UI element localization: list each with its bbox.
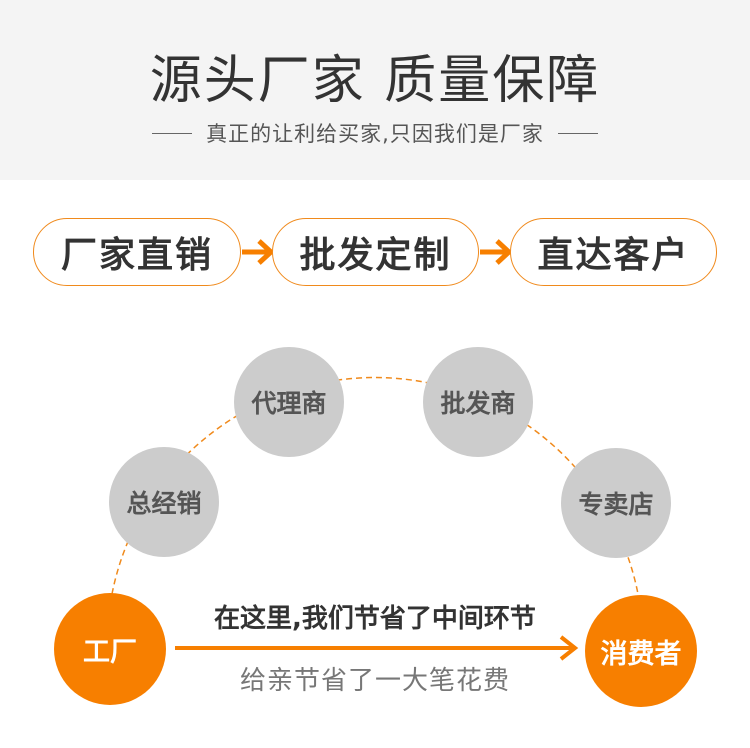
flow-subline: 给亲节省了一大笔花费 bbox=[239, 666, 510, 696]
step-factory-direct: 厂家直销 bbox=[33, 218, 241, 286]
long-arrow-right-icon bbox=[175, 635, 579, 661]
subtitle: 真正的让利给买家,只因我们是厂家 bbox=[206, 122, 544, 146]
endpoint-factory: 工厂 bbox=[54, 593, 166, 705]
node-agent: 代理商 bbox=[234, 347, 344, 457]
arrow-right-icon bbox=[242, 239, 275, 265]
subtitle-row: 真正的让利给买家,只因我们是厂家 bbox=[0, 118, 750, 148]
node-wholesaler: 批发商 bbox=[423, 347, 533, 457]
step-direct-customer: 直达客户 bbox=[510, 218, 717, 286]
subtitle-divider-left bbox=[152, 132, 193, 134]
step-wholesale-custom: 批发定制 bbox=[272, 218, 479, 286]
node-exclusive-store: 专卖店 bbox=[561, 448, 671, 558]
page-title: 源头厂家 质量保障 bbox=[149, 51, 601, 111]
flow-headline: 在这里,我们节省了中间环节 bbox=[214, 604, 536, 634]
endpoint-consumer: 消费者 bbox=[585, 595, 697, 707]
subtitle-divider-right bbox=[557, 132, 598, 134]
header-banner: 源头厂家 质量保障 真正的让利给买家,只因我们是厂家 bbox=[0, 0, 750, 180]
node-general-distributor: 总经销 bbox=[109, 447, 219, 557]
arrow-right-icon bbox=[480, 239, 513, 265]
